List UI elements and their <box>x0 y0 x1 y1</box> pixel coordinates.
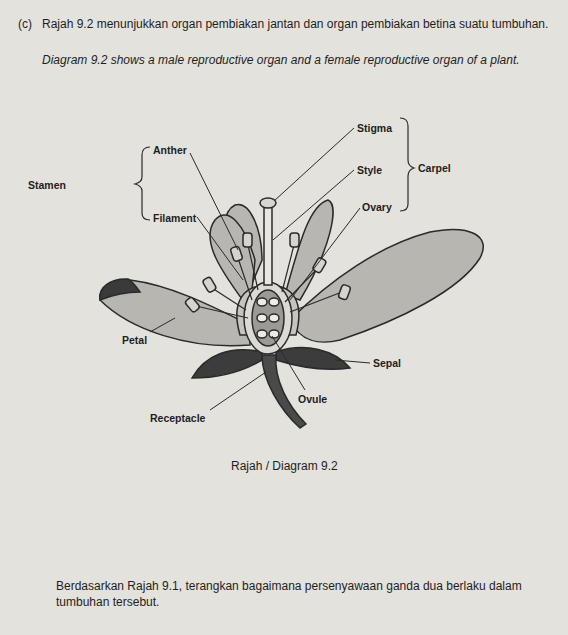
part-label: Carpel <box>418 160 451 176</box>
part-label: Filament <box>153 210 196 226</box>
sepal <box>276 348 350 370</box>
receptacle <box>262 355 306 428</box>
part-label: Anther <box>153 142 187 158</box>
part-label: Ovule <box>298 391 327 407</box>
petal-tip <box>100 279 140 300</box>
part-label: Style <box>357 162 382 178</box>
stamen-bracket <box>135 147 150 220</box>
part-label: Receptacle <box>150 410 205 426</box>
question-text: Berdasarkan Rajah 9.1, terangkan bagaima… <box>56 578 536 610</box>
question-number: (c) <box>18 16 32 32</box>
part-label: Ovary <box>362 199 392 215</box>
question-text: Rajah 9.2 menunjukkan organ pembiakan ja… <box>42 16 557 32</box>
part-label: Petal <box>122 332 147 348</box>
ovary <box>244 282 292 354</box>
stigma <box>260 198 276 208</box>
sepal <box>192 350 262 378</box>
carpel-bracket <box>400 118 414 211</box>
question-text: Diagram 9.2 shows a male reproductive or… <box>42 52 557 68</box>
part-label: Stamen <box>28 177 66 193</box>
part-label: Sepal <box>373 355 401 371</box>
petal <box>290 230 483 343</box>
part-label: Stigma <box>357 120 392 136</box>
ovary-cavity <box>252 290 284 346</box>
leader-lines <box>150 128 370 410</box>
style <box>264 205 272 285</box>
caption: Rajah / Diagram 9.2 <box>231 458 338 474</box>
